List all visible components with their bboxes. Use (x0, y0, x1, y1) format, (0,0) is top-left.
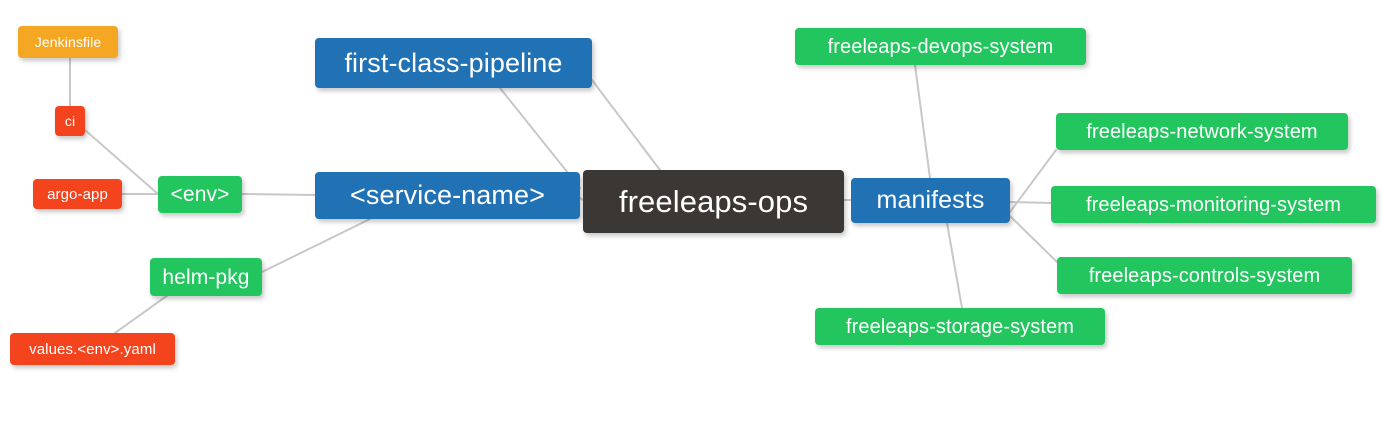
mindmap-node-env[interactable]: <env> (158, 176, 242, 213)
mindmap-node-label: freeleaps-controls-system (1088, 264, 1321, 287)
mindmap-node-argo-app[interactable]: argo-app (33, 179, 122, 209)
mindmap-edge-manifests-to-freeleaps-devops-system (914, 64, 931, 179)
mindmap-edge-manifests-to-freeleaps-monitoring-system (1009, 201, 1052, 204)
mindmap-node-helm-pkg[interactable]: helm-pkg (150, 258, 262, 296)
mindmap-edge-manifests-to-freeleaps-network-system (1009, 149, 1057, 213)
mindmap-node-label: freeleaps-ops (618, 184, 809, 219)
mindmap-node-label: freeleaps-devops-system (827, 35, 1054, 58)
mindmap-node-label: Jenkinsfile (34, 34, 102, 50)
mindmap-node-values-yaml[interactable]: values.<env>.yaml (10, 333, 175, 365)
mindmap-node-freeleaps-storage-system[interactable]: freeleaps-storage-system (815, 308, 1105, 345)
mindmap-node-label: first-class-pipeline (344, 47, 563, 78)
mindmap-node-service-name[interactable]: <service-name> (315, 172, 580, 219)
mindmap-node-manifests[interactable]: manifests (851, 178, 1010, 223)
mindmap-node-jenkinsfile[interactable]: Jenkinsfile (18, 26, 118, 58)
mindmap-node-freeleaps-controls-system[interactable]: freeleaps-controls-system (1057, 257, 1352, 294)
mindmap-node-ci[interactable]: ci (55, 106, 85, 136)
mindmap-node-freeleaps-monitoring-system[interactable]: freeleaps-monitoring-system (1051, 186, 1376, 223)
mindmap-node-label: manifests (876, 186, 985, 214)
mindmap-node-label: freeleaps-monitoring-system (1085, 193, 1341, 216)
mindmap-node-label: helm-pkg (162, 265, 250, 289)
mindmap-edge-env-to-service-name (241, 193, 316, 196)
mindmap-edge-service-name-to-helm-pkg (261, 218, 371, 273)
mindmap-node-freeleaps-network-system[interactable]: freeleaps-network-system (1056, 113, 1348, 150)
mindmap-node-label: freeleaps-storage-system (845, 315, 1075, 338)
mindmap-edge-manifests-to-freeleaps-controls-system (1009, 215, 1058, 263)
mindmap-edge-first-class-pipeline-to-freeleaps-ops (591, 79, 661, 171)
mindmap-node-label: freeleaps-network-system (1086, 120, 1318, 143)
mindmap-node-label: <service-name> (350, 180, 545, 210)
mindmap-edge-helm-pkg-to-values-yaml (114, 289, 176, 334)
mindmap-node-freeleaps-ops[interactable]: freeleaps-ops (583, 170, 844, 233)
mindmap-node-label: argo-app (47, 185, 108, 203)
mindmap-node-label: values.<env>.yaml (29, 340, 156, 358)
mindmap-node-first-class-pipeline[interactable]: first-class-pipeline (315, 38, 592, 88)
mindmap-edge-manifests-to-freeleaps-storage-system (946, 222, 963, 309)
mindmap-node-freeleaps-devops-system[interactable]: freeleaps-devops-system (795, 28, 1086, 65)
mindmap-node-label: <env> (170, 183, 230, 206)
mindmap-node-label: ci (64, 113, 76, 129)
